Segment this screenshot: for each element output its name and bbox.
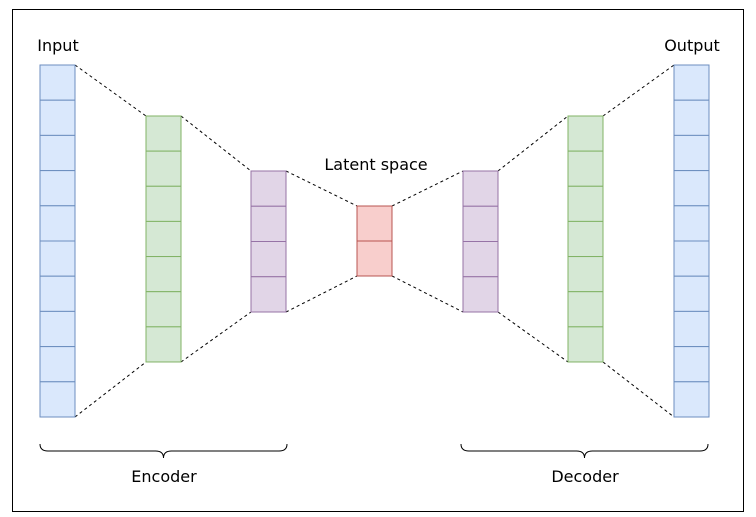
decoder-label: Decoder [551, 467, 619, 486]
output-cell [673, 64, 710, 101]
output-cell [673, 346, 710, 383]
encoder-hidden-2-cell [250, 276, 287, 313]
connector-line-top [180, 115, 252, 172]
connector-line-top [285, 170, 358, 207]
connector-line-bottom [74, 361, 147, 418]
encoder-label: Encoder [131, 467, 197, 486]
connector-line-top [602, 64, 675, 117]
encoder-hidden-1-cell [145, 185, 182, 222]
connector-line-bottom [602, 361, 675, 418]
decoder-hidden-1-cell [462, 170, 499, 207]
output-label: Output [664, 36, 720, 55]
connector-line-bottom [180, 311, 252, 363]
input-cell [39, 381, 76, 418]
encoder-hidden-2-cell [250, 205, 287, 242]
connector-line-top [497, 115, 569, 172]
output-cell [673, 310, 710, 348]
decoder-hidden-2-cell [567, 326, 604, 363]
decoder-hidden-2-cell [567, 185, 604, 222]
input-cell [39, 205, 76, 242]
encoder-hidden-2-cell [250, 170, 287, 207]
network-layers [39, 64, 710, 418]
output-cell [673, 170, 710, 207]
connector-line-bottom [391, 275, 464, 313]
encoder-bracket [39, 443, 288, 459]
connector-line-top [74, 64, 147, 117]
input-cell [39, 134, 76, 172]
encoder-hidden-2-cell [250, 241, 287, 278]
decoder-hidden-1-cell [462, 241, 499, 278]
output-layer [673, 64, 710, 418]
output-cell [673, 275, 710, 312]
output-cell [673, 205, 710, 242]
latent-layer [356, 205, 393, 277]
input-cell [39, 64, 76, 101]
decoder-hidden-2-cell [567, 150, 604, 187]
encoder-hidden-1-layer [145, 115, 182, 363]
latent-space-label: Latent space [324, 155, 427, 174]
connector-line-bottom [497, 311, 569, 363]
output-cell [673, 240, 710, 277]
decoder-hidden-1-cell [462, 205, 499, 242]
encoder-hidden-1-cell [145, 326, 182, 363]
connector-line-bottom [285, 275, 358, 313]
encoder-hidden-1-cell [145, 220, 182, 258]
latent-cell [356, 205, 393, 242]
decoder-hidden-2-cell [567, 291, 604, 328]
output-cell [673, 134, 710, 172]
input-cell [39, 310, 76, 348]
latent-cell [356, 240, 393, 277]
input-cell [39, 240, 76, 277]
decoder-hidden-1-layer [462, 170, 499, 313]
decoder-hidden-2-cell [567, 256, 604, 293]
decoder-hidden-2-cell [567, 115, 604, 152]
section-brackets [39, 443, 709, 459]
decoder-hidden-2-layer [567, 115, 604, 363]
input-layer [39, 64, 76, 418]
decoder-hidden-1-cell [462, 276, 499, 313]
output-cell [673, 99, 710, 136]
encoder-hidden-1-cell [145, 256, 182, 293]
encoder-hidden-1-cell [145, 291, 182, 328]
layer-connectors [74, 64, 675, 418]
output-cell [673, 381, 710, 418]
decoder-bracket [460, 443, 709, 459]
encoder-hidden-1-cell [145, 115, 182, 152]
input-cell [39, 346, 76, 383]
input-cell [39, 99, 76, 136]
input-cell [39, 170, 76, 207]
input-cell [39, 275, 76, 312]
input-label: Input [37, 36, 78, 55]
encoder-hidden-2-layer [250, 170, 287, 313]
encoder-hidden-1-cell [145, 150, 182, 187]
connector-line-top [391, 170, 464, 207]
decoder-hidden-2-cell [567, 220, 604, 258]
